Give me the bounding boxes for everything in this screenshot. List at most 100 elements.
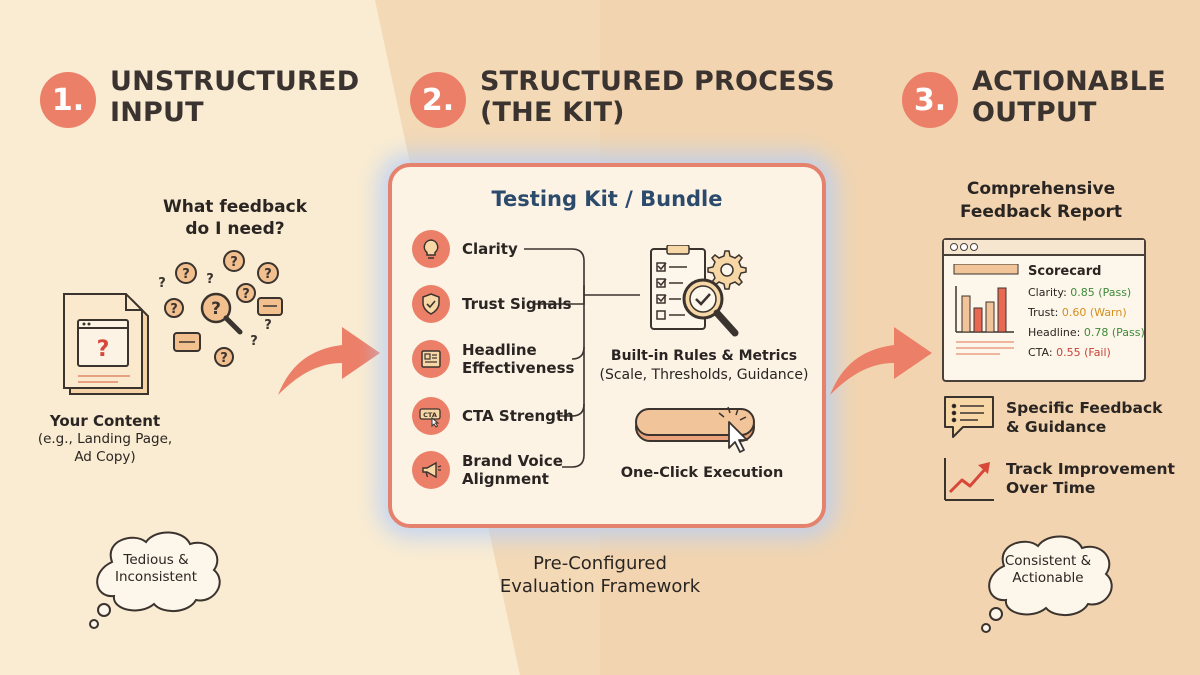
step-number-2: 2. — [410, 72, 466, 128]
criteria-connector-lines — [524, 248, 640, 468]
thought-cloud-1 — [89, 531, 221, 629]
criterion-headline-line2: Effectiveness — [462, 359, 575, 377]
report-title-line2: Feedback Report — [959, 202, 1123, 222]
question-text: What feedback do I need? — [150, 196, 320, 240]
track-improvement-label: Track Improvement Over Time — [1006, 460, 1175, 498]
metric-cta-value: 0.55 (Fail) — [1056, 346, 1111, 359]
document-icon: ? — [63, 293, 149, 395]
metric-clarity: Clarity: 0.85 (Pass) — [1028, 286, 1131, 299]
criterion-brand-voice: Brand Voice Alignment — [412, 451, 563, 489]
stage-2-title-line1: STRUCTURED PROCESS — [480, 66, 835, 97]
track-line1: Track Improvement — [1006, 460, 1175, 478]
checklist-magnifier-icon — [650, 245, 747, 337]
svg-text:?: ? — [182, 267, 190, 282]
stage-3-title: ACTIONABLE OUTPUT — [972, 66, 1166, 128]
metric-clarity-value: 0.85 (Pass) — [1070, 286, 1132, 299]
criterion-cta: CTA CTA Strength — [412, 397, 574, 435]
criterion-brand-line1: Brand Voice — [462, 452, 563, 470]
one-click-button[interactable] — [632, 405, 764, 467]
svg-text:CTA: CTA — [423, 411, 437, 419]
stage-1-title: UNSTRUCTURED INPUT — [110, 66, 359, 128]
metric-headline: Headline: 0.78 (Pass) — [1028, 326, 1145, 339]
svg-text:?: ? — [97, 337, 110, 362]
rules-metrics-text: Built-in Rules & Metrics (Scale, Thresho… — [588, 347, 820, 385]
content-sub-line1: (e.g., Landing Page, — [37, 431, 173, 447]
criterion-cta-label: CTA Strength — [462, 407, 574, 425]
step-number-3: 3. — [902, 72, 958, 128]
metric-headline-value: 0.78 (Pass) — [1083, 326, 1145, 339]
testing-kit-panel: Testing Kit / Bundle Clarity Trust Signa… — [388, 163, 826, 528]
content-title: Your Content — [49, 412, 161, 430]
cta-icon: CTA — [412, 397, 450, 435]
step-number-1: 1. — [40, 72, 96, 128]
cloud-1-line2: Inconsistent — [114, 569, 198, 585]
feedback-guidance-label: Specific Feedback & Guidance — [1006, 399, 1162, 437]
criterion-headline: Headline Effectiveness — [412, 340, 574, 378]
content-label: Your Content (e.g., Landing Page, Ad Cop… — [30, 412, 180, 466]
metric-cta: CTA: 0.55 (Fail) — [1028, 346, 1111, 359]
svg-text:?: ? — [220, 351, 228, 366]
kit-title: Testing Kit / Bundle — [491, 187, 723, 211]
metric-trust-value: 0.60 (Warn) — [1061, 306, 1127, 319]
magnifier-icon: ? — [200, 292, 243, 335]
svg-text:?: ? — [211, 299, 221, 319]
rules-sub: (Scale, Thresholds, Guidance) — [599, 367, 809, 383]
question-line1: What feedback — [162, 197, 308, 217]
svg-text:?: ? — [242, 287, 250, 302]
question-line2: do I need? — [185, 219, 285, 239]
cloud-1-text: Tedious & Inconsistent — [100, 552, 212, 586]
metric-trust-name: Trust: — [1028, 306, 1059, 319]
stage-2-title-line2: (THE KIT) — [480, 97, 625, 128]
metric-cta-name: CTA: — [1028, 346, 1053, 359]
svg-text:?: ? — [230, 255, 238, 270]
metric-trust: Trust: 0.60 (Warn) — [1028, 306, 1127, 319]
megaphone-icon — [412, 451, 450, 489]
rules-label: Built-in Rules & Metrics — [610, 348, 798, 364]
trend-chart-icon — [944, 458, 994, 501]
stage-1-title-line1: UNSTRUCTURED — [110, 66, 360, 97]
criterion-clarity-label: Clarity — [462, 240, 518, 258]
cloud-3-text: Consistent & Actionable — [992, 553, 1104, 587]
feedback-line2: & Guidance — [1006, 418, 1107, 436]
criterion-trust-signals: Trust Signals — [412, 285, 572, 323]
metric-headline-name: Headline: — [1028, 326, 1081, 339]
arrow-right-1 — [278, 327, 380, 395]
framework-line2: Evaluation Framework — [499, 576, 701, 597]
svg-text:?: ? — [264, 318, 272, 333]
one-click-label: One-Click Execution — [620, 465, 784, 481]
content-sub-line2: Ad Copy) — [74, 449, 136, 465]
criterion-brand-line2: Alignment — [462, 470, 549, 488]
svg-text:?: ? — [264, 267, 272, 282]
stage-2-title: STRUCTURED PROCESS (THE KIT) — [480, 66, 835, 128]
scorecard-heading: Scorecard — [1028, 264, 1102, 279]
shield-icon — [412, 285, 450, 323]
arrow-right-2 — [830, 327, 932, 395]
svg-text:?: ? — [206, 272, 214, 287]
svg-text:?: ? — [170, 302, 178, 317]
thought-cloud-3 — [981, 535, 1113, 633]
criterion-headline-line1: Headline — [462, 341, 537, 359]
stage-1-title-line2: INPUT — [110, 97, 204, 128]
report-title-line1: Comprehensive — [966, 179, 1116, 199]
cloud-1-line1: Tedious & — [123, 552, 189, 568]
criterion-clarity: Clarity — [412, 230, 518, 268]
window-titlebar — [944, 240, 1144, 256]
framework-caption: Pre-Configured Evaluation Framework — [440, 552, 760, 598]
cloud-3-line2: Actionable — [1012, 570, 1084, 586]
track-line2: Over Time — [1006, 479, 1096, 497]
feedback-line1: Specific Feedback — [1006, 399, 1163, 417]
lightbulb-icon — [412, 230, 450, 268]
svg-text:?: ? — [250, 334, 258, 349]
framework-line1: Pre-Configured — [533, 553, 667, 574]
question-bubbles-icon: ??? ??? ??? ? — [158, 250, 283, 367]
scorecard-window: Scorecard Clarity: 0.85 (Pass) Trust: 0.… — [942, 238, 1146, 382]
cloud-3-line1: Consistent & — [1004, 553, 1092, 569]
feedback-bubble-icon — [944, 396, 994, 438]
headline-icon — [412, 340, 450, 378]
report-title: Comprehensive Feedback Report — [936, 178, 1146, 224]
criterion-trust-label: Trust Signals — [462, 295, 572, 313]
bar-chart-icon — [953, 264, 1019, 355]
svg-text:?: ? — [158, 276, 166, 291]
metric-clarity-name: Clarity: — [1028, 286, 1067, 299]
stage-3-title-line2: OUTPUT — [972, 97, 1097, 128]
